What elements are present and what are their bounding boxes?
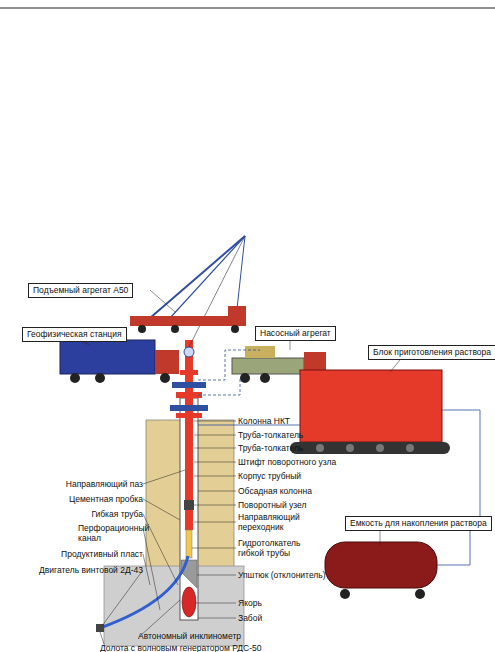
part-label: Забой — [238, 613, 262, 623]
equipment-label: Емкость для накопления раствора — [345, 516, 492, 531]
box-text: Насосный агрегат — [260, 328, 331, 339]
box-text: Геофизическая станция — [27, 329, 122, 340]
part-label: Перфорационный канал — [78, 523, 144, 543]
part-label: Цементная пробка — [69, 494, 143, 504]
equipment-label: Геофизическая станция — [22, 327, 127, 342]
part-label: Продуктивный пласт — [61, 549, 143, 559]
part-label: Направляющий паз — [66, 479, 143, 489]
box-text: Подъемный агрегат А50 — [33, 285, 128, 296]
part-label: Труба-толкатель — [238, 443, 303, 453]
part-label: Долота с волновым генератором РДС-50 — [100, 643, 261, 652]
equipment-label: Подъемный агрегат А50 — [28, 283, 133, 298]
part-label: Корпус трубный — [238, 471, 301, 481]
part-label: Колонна НКТ — [238, 416, 290, 426]
part-label: Труба-толкатель — [238, 430, 303, 440]
box-text: Блок приготовления раствора — [373, 347, 491, 358]
part-label: Обсадная колонна — [238, 486, 312, 496]
part-label: Поворотный узел — [238, 500, 307, 510]
part-label: Гидротолкатель гибкой трубы — [238, 538, 312, 558]
part-label: Штифт поворотного узла — [238, 457, 336, 467]
equipment-label: Насосный агрегат — [255, 326, 336, 341]
part-label: Направляющий переходник — [238, 512, 308, 532]
equipment-label: Блок приготовления раствора — [368, 345, 495, 360]
part-label: Гибкая труба — [91, 509, 143, 519]
part-label: Упштюк (отклонитель) — [238, 570, 326, 580]
part-label: Двигатель винтовой 2Д-43 — [39, 565, 143, 575]
box-text: Емкость для накопления раствора — [350, 518, 487, 529]
part-label: Якорь — [238, 598, 262, 608]
part-label: Автономный инклинометр — [138, 631, 241, 641]
